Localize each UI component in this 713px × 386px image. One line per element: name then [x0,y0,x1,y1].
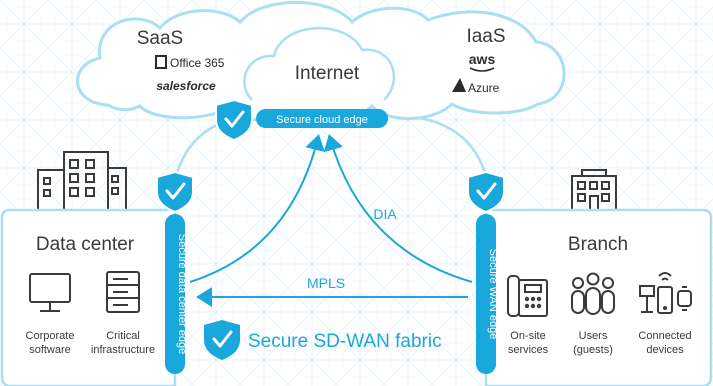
cloud-inner-outline [243,27,395,101]
cloud-edge-shield-icon [215,98,253,142]
dc-edge-label: Secure data center edge [176,234,188,354]
dc-item-1-label-1: Critical [106,330,140,342]
iaas-brand-azure: Azure [468,81,500,95]
internet-title: Internet [295,63,360,84]
dc-edge-check-icon [165,182,186,200]
saas-brand-salesforce: salesforce [156,79,216,93]
dia-arrow [323,134,473,283]
cloud-edge-label: Secure cloud edge [276,114,368,126]
connections: DIA MPLS [174,116,488,307]
branch-item-1-label-1: Users [579,330,608,342]
saas-title: SaaS [137,28,183,49]
fabric-label: Secure SD-WAN fabric [248,331,442,352]
branch-item-0-label-1: On-site [510,330,545,342]
aws-smile-icon [469,67,495,72]
wan-edge-check-icon [476,182,497,200]
dc-item-0-label-2: software [29,344,71,356]
branch-cloud-link [419,116,488,177]
branch-item-2-label-1: Connected [638,330,691,342]
cloud-edge-pill [256,109,388,128]
secure-cloud-edge: Secure cloud edge [215,98,388,142]
users-icon [571,272,615,315]
fabric-shield-icon [204,320,240,360]
devices-icon [639,272,692,314]
datacenter-panel: Data center Corporate software Critical … [0,151,177,386]
branch-title: Branch [568,234,628,255]
dc-edge-shield-icon [156,170,194,214]
office-logo-icon [155,55,167,69]
branch-item-1-label-2: (guests) [573,344,613,356]
secure-wan-edge: Secure WAN edge [467,170,505,374]
cloud-edge-check-icon [224,110,245,128]
phone-icon [507,275,548,317]
wan-edge-shield-icon [467,170,505,214]
iaas-brand-aws: aws [469,51,496,67]
sdwan-fabric: Secure SD-WAN fabric [204,320,442,360]
server-icon [106,271,140,313]
wan-edge-label: Secure WAN edge [487,249,499,340]
dc-item-1-label-2: infrastructure [91,344,155,356]
wan-edge-bar [476,214,496,374]
iaas-title: IaaS [466,26,505,47]
dc-edge-bar [165,214,185,374]
secure-datacenter-edge: Secure data center edge [156,170,194,374]
mpls-label: MPLS [307,275,345,291]
cloud-group: SaaS Office 365 salesforce Internet IaaS… [76,1,566,125]
fabric-check-icon [212,330,233,348]
dia-label: DIA [373,206,397,222]
azure-logo-icon [452,78,466,92]
dc-item-0-label-1: Corporate [26,330,75,342]
dc-internet-arrow [189,134,325,283]
monitor-icon [29,273,71,312]
saas-brand-office: Office 365 [170,56,225,70]
datacenter-title: Data center [36,234,135,255]
branch-item-2-label-2: devices [646,344,684,356]
branch-item-0-label-2: services [508,344,549,356]
